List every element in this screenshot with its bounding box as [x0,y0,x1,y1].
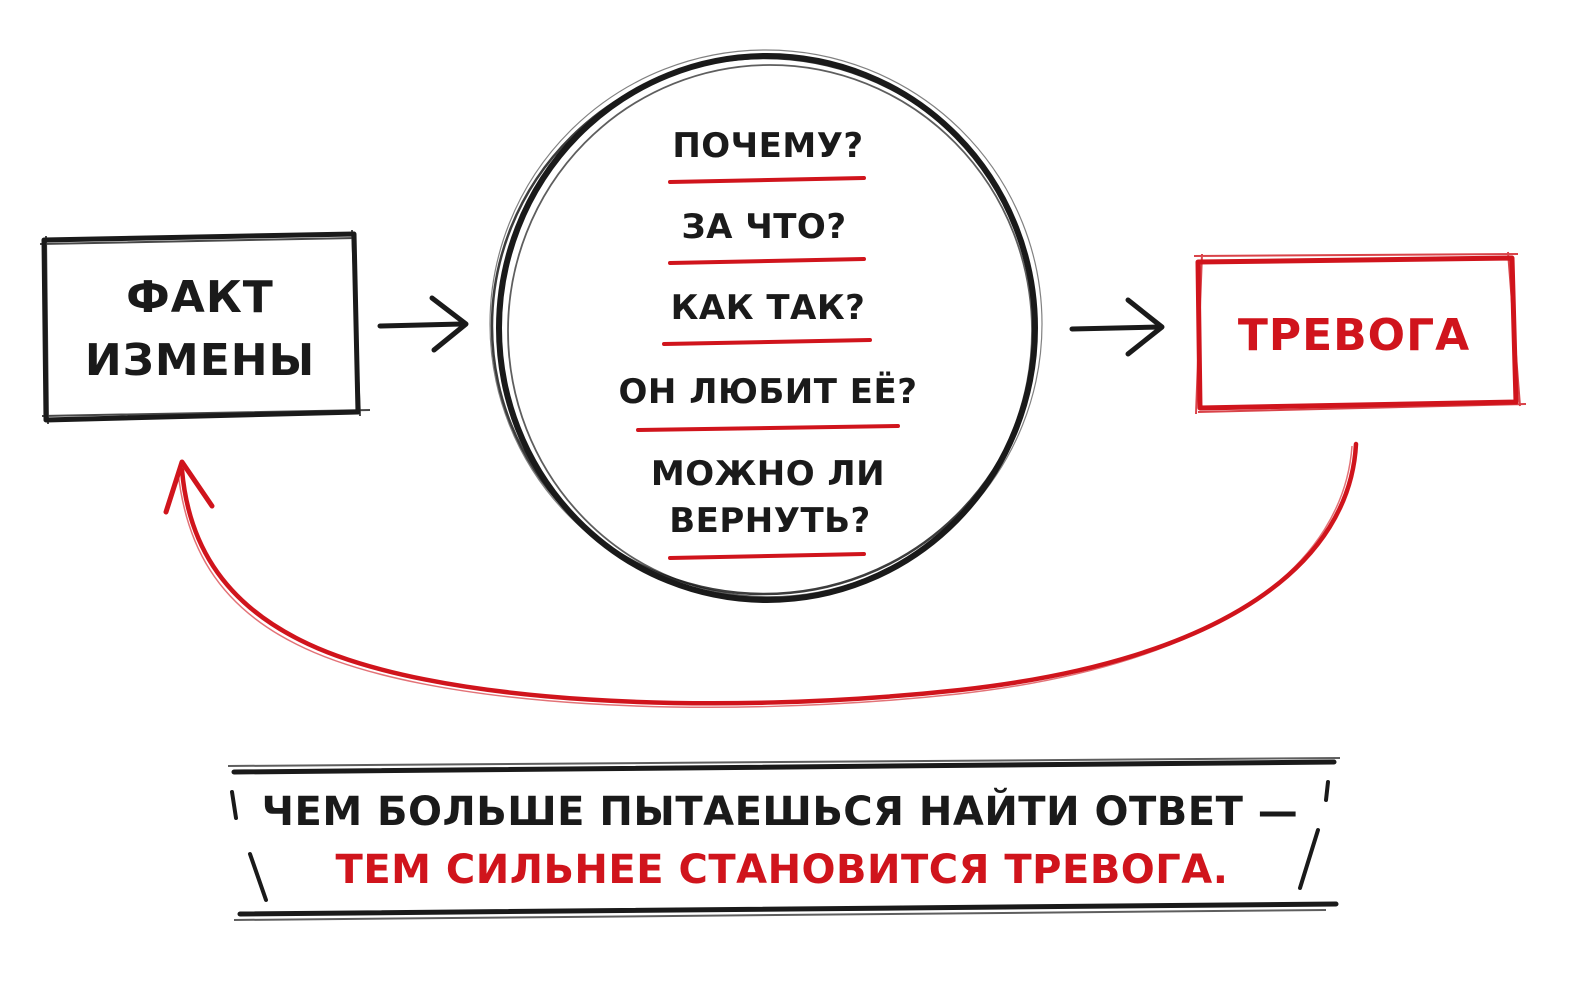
arrow-right-icon [377,295,469,353]
question-text: ЗА ЧТО? [681,207,846,247]
question-underline [668,552,866,560]
caption-line1: ЧЕМ БОЛЬШЕ ПЫТАЕШЬСЯ НАЙТИ ОТВЕТ — [262,787,1299,835]
fact-box-line1: ФАКТ [126,272,274,323]
question-list: ПОЧЕМУ? ЗА ЧТО? КАК ТАК? ОН ЛЮБИТ ЕЁ? МО… [619,126,918,560]
question-text: КАК ТАК? [671,288,866,328]
fact-box-line2: ИЗМЕНЫ [85,335,315,386]
question-item: МОЖНО ЛИ ВЕРНУТЬ? [651,454,885,560]
question-underline [668,176,866,184]
question-text: ОН ЛЮБИТ ЕЁ? [619,371,918,412]
arrow-right-icon [1069,297,1165,357]
question-text: ПОЧЕМУ? [672,126,863,166]
anxiety-box: ТРЕВОГА [1193,251,1527,415]
question-text-line1: МОЖНО ЛИ [651,454,885,494]
question-item: ОН ЛЮБИТ ЕЁ? [619,371,918,432]
question-underline [668,257,866,265]
caption-line2: ТЕМ СИЛЬНЕЕ СТАНОВИТСЯ ТРЕВОГА. [336,847,1229,893]
question-underline [662,338,872,346]
question-underline [636,424,900,432]
question-item: КАК ТАК? [662,288,872,346]
question-item: ЗА ЧТО? [668,207,866,265]
question-item: ПОЧЕМУ? [668,126,866,184]
fact-box: ФАКТ ИЗМЕНЫ [39,229,371,425]
curved-arrow-up-icon [163,441,1359,709]
questions-circle [489,49,1043,603]
anxiety-box-label: ТРЕВОГА [1238,310,1470,361]
question-text-line2: ВЕРНУТЬ? [669,501,871,541]
caption-box: ЧЕМ БОЛЬШЕ ПЫТАЕШЬСЯ НАЙТИ ОТВЕТ — ТЕМ С… [227,757,1341,921]
